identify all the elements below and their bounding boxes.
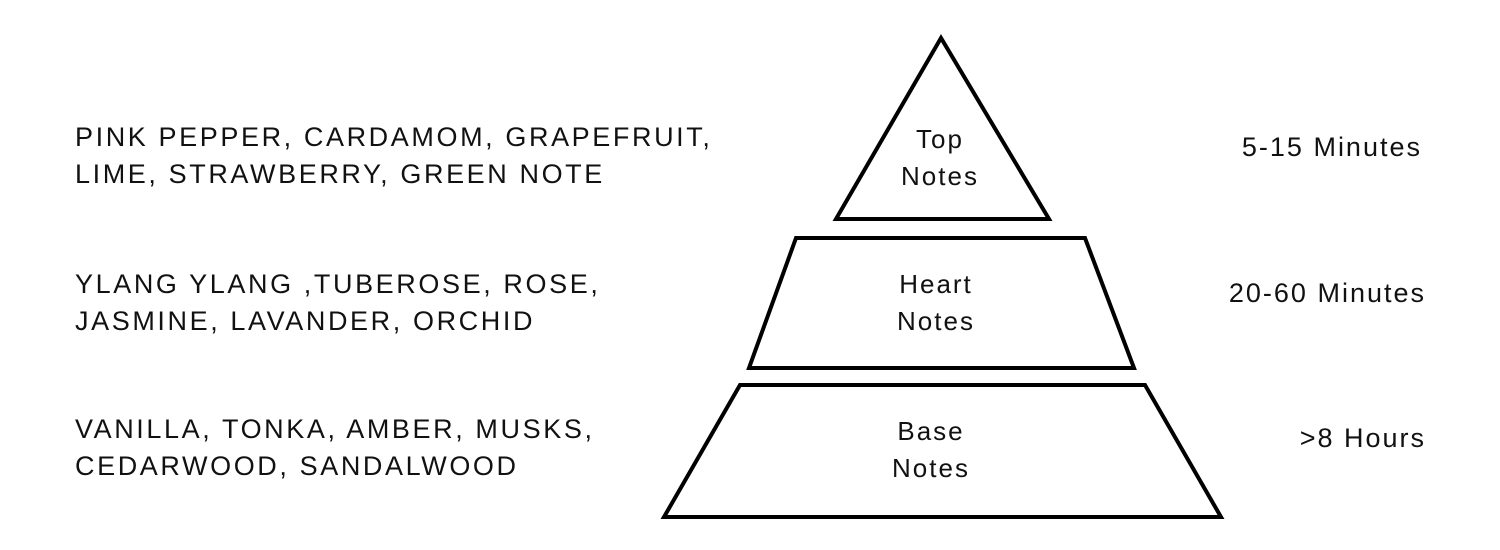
label-line: Heart <box>899 269 973 299</box>
label-line: Notes <box>901 161 979 191</box>
notes-line: LIME, STRAWBERRY, GREEN NOTE <box>75 159 605 189</box>
notes-line: JASMINE, LAVANDER, ORCHID <box>75 306 536 336</box>
top-notes-tier <box>832 34 1053 221</box>
label-line: Top <box>916 124 964 154</box>
notes-line: VANILLA, TONKA, AMBER, MUSKS, <box>75 414 595 444</box>
heart-notes-tier <box>746 236 1137 370</box>
top-notes-ingredients: PINK PEPPER, CARDAMOM, GRAPEFRUIT, LIME,… <box>75 119 712 193</box>
heart-notes-ingredients: YLANG YLANG ,TUBEROSE, ROSE, JASMINE, LA… <box>75 266 600 340</box>
heart-notes-duration: 20-60 Minutes <box>1228 278 1426 308</box>
base-notes-label: Base Notes <box>831 413 1031 487</box>
base-notes-duration: >8 Hours <box>1299 423 1426 453</box>
notes-line: YLANG YLANG ,TUBEROSE, ROSE, <box>75 269 601 299</box>
notes-line: PINK PEPPER, CARDAMOM, GRAPEFRUIT, <box>75 122 713 152</box>
heart-notes-label: Heart Notes <box>836 266 1036 340</box>
notes-line: CEDARWOOD, SANDALWOOD <box>75 451 519 481</box>
base-notes-tier <box>660 383 1225 519</box>
top-notes-duration: 5-15 Minutes <box>1241 132 1422 162</box>
label-line: Base <box>897 416 965 446</box>
base-notes-ingredients: VANILLA, TONKA, AMBER, MUSKS, CEDARWOOD,… <box>75 411 595 485</box>
label-line: Notes <box>897 306 975 336</box>
top-notes-label: Top Notes <box>840 121 1040 195</box>
label-line: Notes <box>892 453 970 483</box>
